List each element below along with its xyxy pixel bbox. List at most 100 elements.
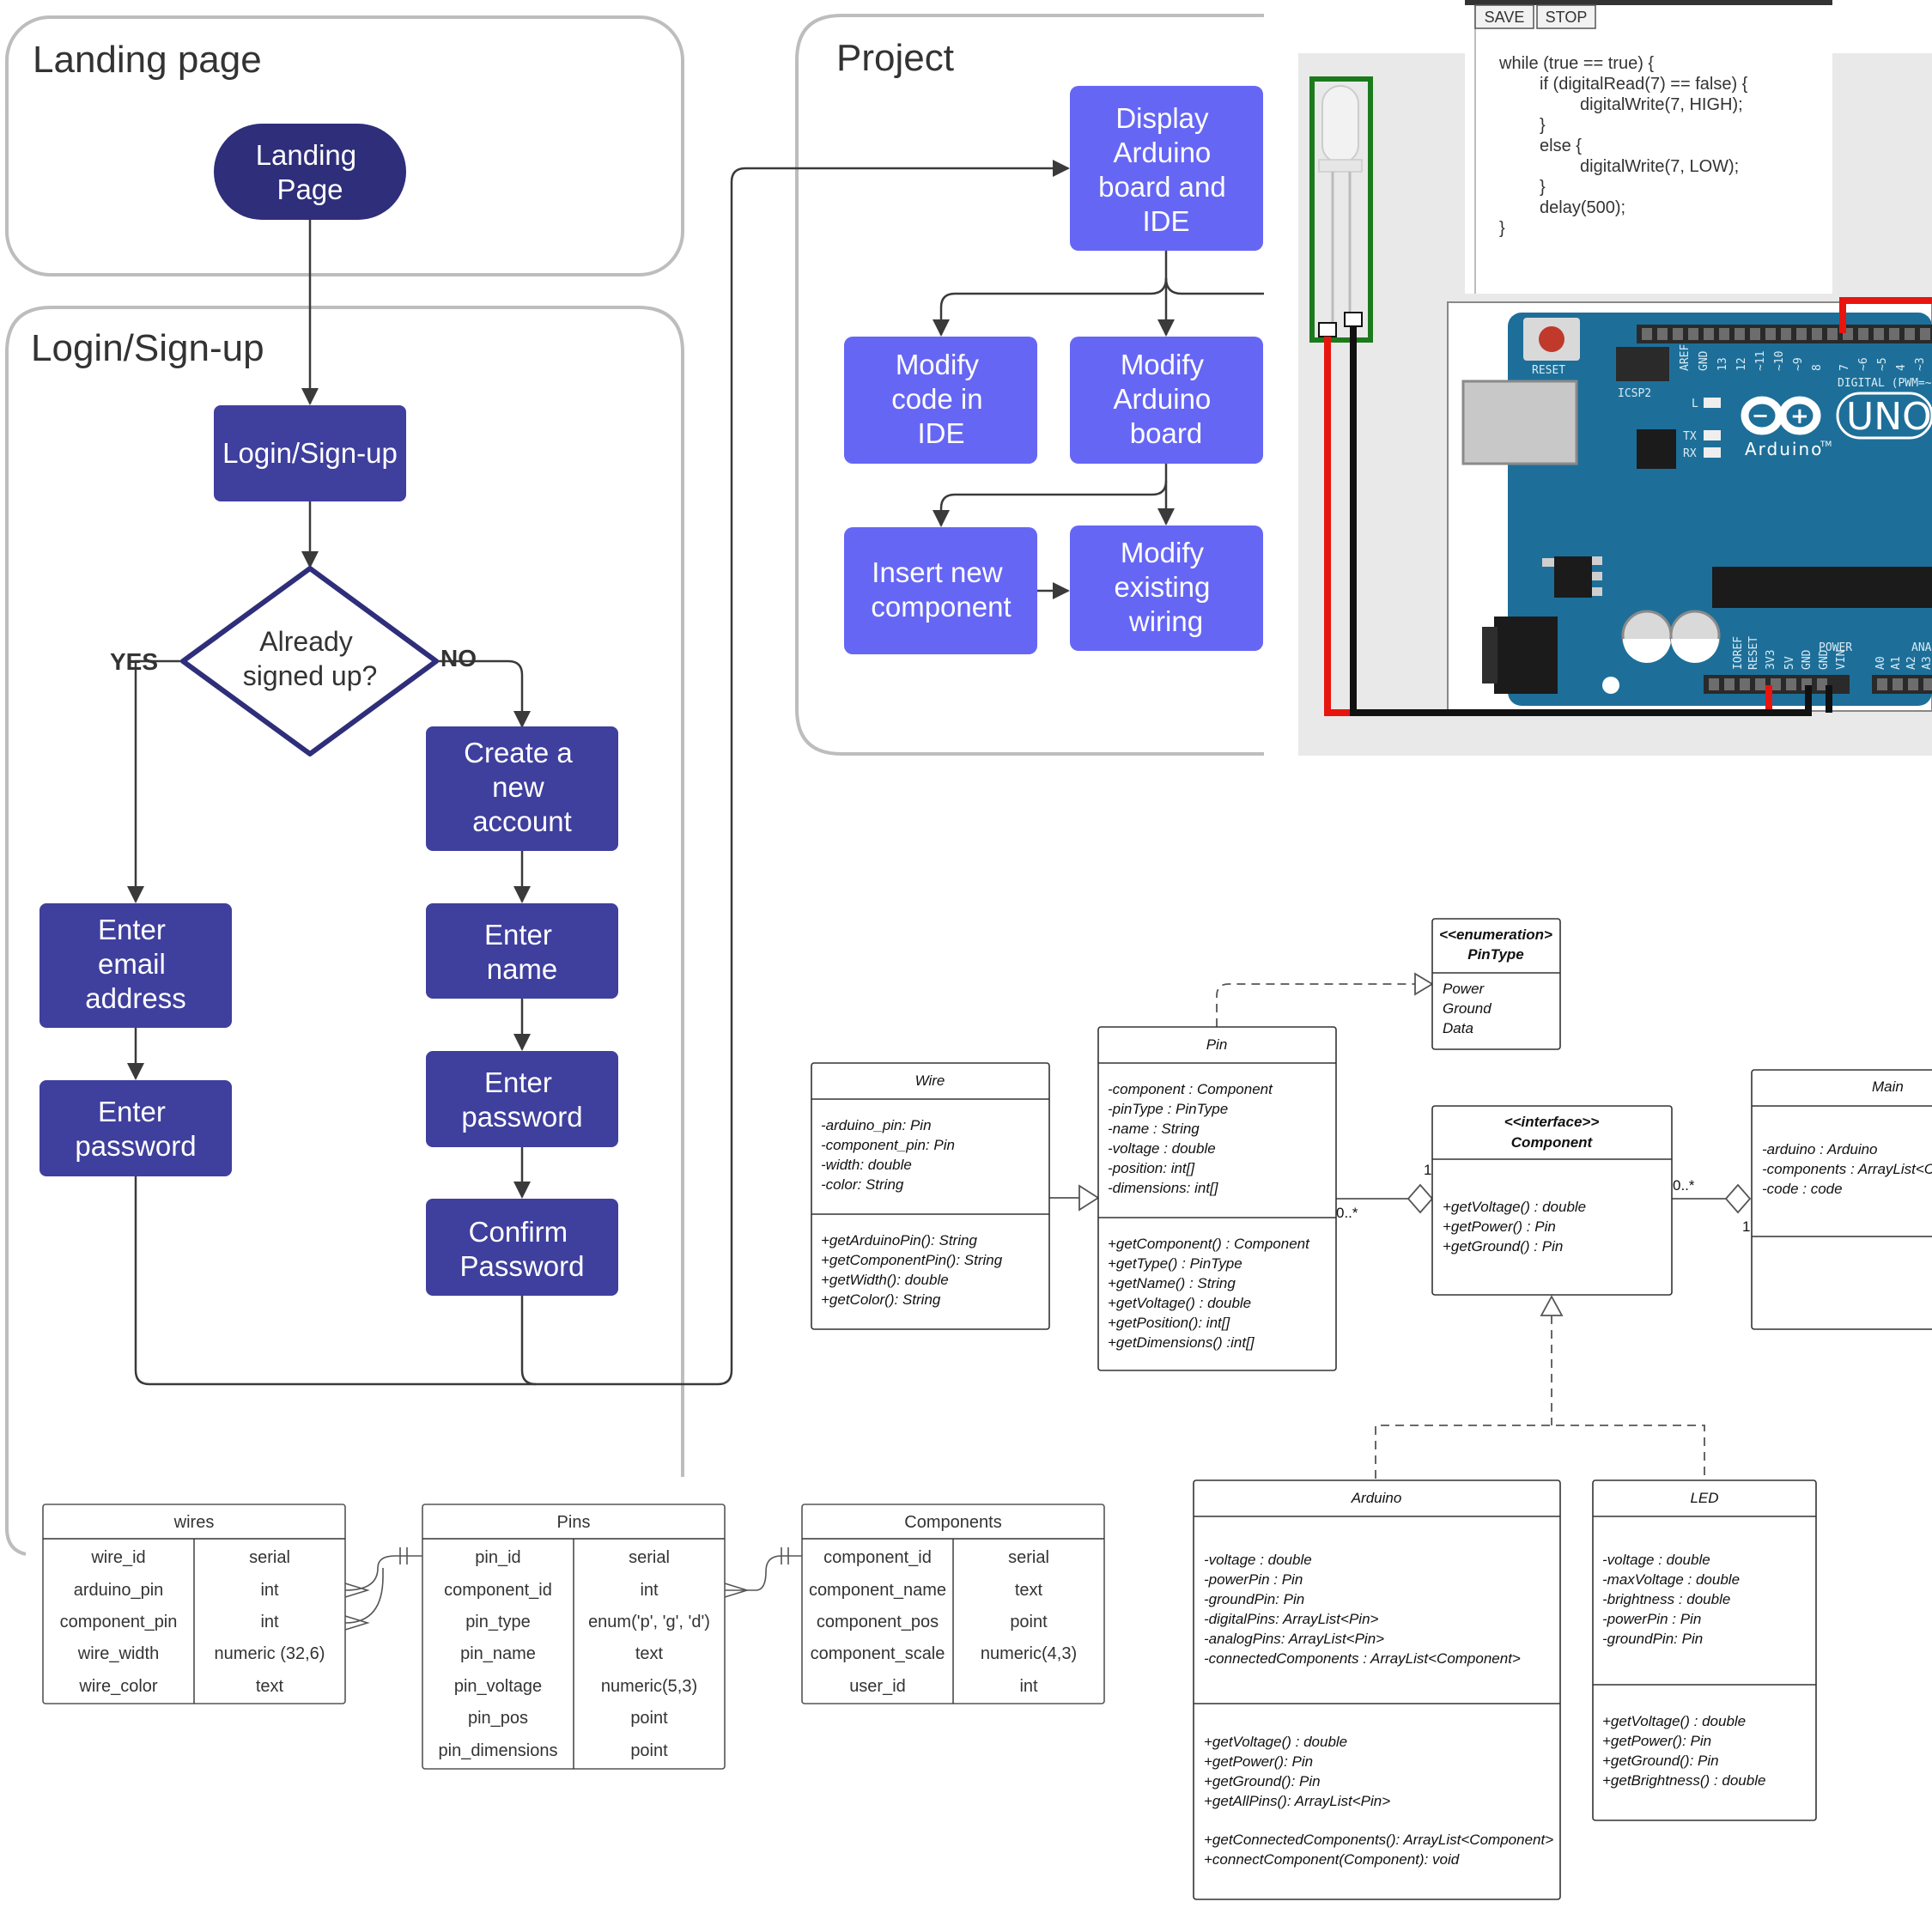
er-column-name: wire_color xyxy=(78,1677,157,1696)
led-operation: +getBrightness() : double xyxy=(1602,1772,1765,1789)
rx-label: RX xyxy=(1683,447,1697,460)
er-column-name: component_name xyxy=(809,1581,946,1600)
node-landing-page[interactable]: Landing Page xyxy=(214,124,406,220)
arduino-attribute: -connectedComponents : ArrayList<Compone… xyxy=(1204,1650,1521,1667)
ide-panel xyxy=(1465,5,1832,294)
node-enter-name[interactable]: Enter name xyxy=(426,903,618,999)
pintype-value: Ground xyxy=(1443,1000,1492,1017)
pin-class-name: Pin xyxy=(1206,1036,1228,1053)
code-line: } xyxy=(1499,219,1505,238)
simulator-wires xyxy=(1324,297,1932,716)
uml-class-pin[interactable]: Pin -component : Component -pinType : Pi… xyxy=(1097,1026,1337,1371)
code-line: if (digitalRead(7) == false) { xyxy=(1540,75,1748,94)
arduino-brand-label: Arduino xyxy=(1745,439,1823,459)
node-create-account[interactable]: Create a new account xyxy=(426,726,618,851)
led-attribute: -brightness : double xyxy=(1602,1591,1730,1607)
node-modify-board[interactable]: Modify Arduino board xyxy=(1070,337,1263,464)
er-column-type: text xyxy=(1015,1581,1043,1600)
led-operation: +getPower(): Pin xyxy=(1602,1733,1711,1749)
pin-attribute: -name : String xyxy=(1108,1121,1200,1137)
er-table-pins[interactable]: Pins pin_id serial component_id int pin_… xyxy=(422,1504,726,1770)
wire-attribute: -width: double xyxy=(821,1157,912,1173)
node-decision-label: Already signed up? xyxy=(243,626,378,691)
er-column-type: point xyxy=(630,1709,668,1728)
svg-text:~5: ~5 xyxy=(1876,357,1889,371)
er-table-components[interactable]: Components component_id serial component… xyxy=(801,1504,1105,1704)
arduino-attribute: -groundPin: Pin xyxy=(1204,1591,1304,1607)
code-line: digitalWrite(7, LOW); xyxy=(1580,157,1739,176)
svg-text:8: 8 xyxy=(1811,364,1824,371)
node-decision[interactable]: Already signed up? xyxy=(180,566,439,756)
node-enter-password-left-label: Enter password xyxy=(75,1096,196,1162)
node-insert-component-label: Insert new component xyxy=(871,556,1011,623)
l-led-label: L xyxy=(1692,398,1698,410)
er-column-type: int xyxy=(1019,1677,1038,1696)
component-operation: +getGround() : Pin xyxy=(1443,1238,1563,1255)
uno-label: UNO xyxy=(1846,395,1932,439)
led-attribute: -maxVoltage : double xyxy=(1602,1571,1740,1588)
pin-attribute: -pinType : PinType xyxy=(1108,1101,1228,1117)
node-login-signup[interactable]: Login/Sign-up xyxy=(214,405,406,501)
arduino-attribute: -voltage : double xyxy=(1204,1552,1312,1568)
er-table-wires[interactable]: wires wire_id serial arduino_pin int com… xyxy=(42,1504,346,1704)
main-attribute: -code : code xyxy=(1762,1181,1843,1197)
led-component[interactable] xyxy=(1309,76,1373,343)
code-editor[interactable]: while (true == true) { if (digitalRead(7… xyxy=(1498,54,1748,238)
icsp2-label: ICSP2 xyxy=(1618,387,1651,400)
svg-text:GND: GND xyxy=(1698,350,1710,371)
svg-text:12: 12 xyxy=(1735,357,1748,371)
uml-class-wire[interactable]: Wire -arduino_pin: Pin -component_pin: P… xyxy=(811,1062,1050,1330)
node-enter-email[interactable]: Enter email address xyxy=(39,903,232,1028)
node-modify-wiring[interactable]: Modify existing wiring xyxy=(1070,526,1263,651)
er-column-name: wire_width xyxy=(77,1644,159,1663)
led-class-name: LED xyxy=(1690,1490,1718,1506)
arduino-operation: +getPower(): Pin xyxy=(1204,1753,1313,1770)
node-enter-email-label: Enter email address xyxy=(85,914,185,1014)
save-button-label: SAVE xyxy=(1485,9,1525,26)
er-column-type: text xyxy=(256,1677,284,1696)
node-display-board[interactable]: Display Arduino board and IDE xyxy=(1070,86,1263,251)
uml-class-main[interactable]: Main -arduino : Arduino -components : Ar… xyxy=(1751,1069,1932,1330)
uml-class-diagram: 0..* 1 0..* 1 <<enumeration> PinType Pow… xyxy=(811,918,1932,1900)
uml-class-led[interactable]: LED -voltage : double -maxVoltage : doub… xyxy=(1592,1479,1817,1821)
uml-class-arduino[interactable]: Arduino -voltage : double -powerPin : Pi… xyxy=(1193,1479,1561,1900)
er-column-type: enum('p', 'g', 'd') xyxy=(588,1613,710,1631)
er-column-name: wire_id xyxy=(90,1548,145,1567)
uml-class-pintype[interactable]: <<enumeration> PinType Power Ground Data xyxy=(1431,918,1561,1050)
code-line: digitalWrite(7, HIGH); xyxy=(1580,95,1743,114)
svg-text:A1: A1 xyxy=(1890,656,1903,670)
svg-text:A3: A3 xyxy=(1921,656,1932,670)
save-button[interactable]: SAVE xyxy=(1474,4,1534,29)
pintype-value: Data xyxy=(1443,1020,1473,1036)
node-modify-code[interactable]: Modify code in IDE xyxy=(844,337,1037,464)
er-column-type: int xyxy=(640,1581,659,1600)
main-attribute: -arduino : Arduino xyxy=(1762,1141,1878,1157)
node-modify-code-label: Modify code in IDE xyxy=(891,349,991,449)
flow-connectors: YES NO xyxy=(110,160,1264,1386)
uml-class-component[interactable]: <<interface>> Component +getVoltage() : … xyxy=(1431,1105,1673,1296)
er-table-title: Components xyxy=(904,1513,1001,1532)
stop-button[interactable]: STOP xyxy=(1536,4,1596,29)
node-login-signup-label: Login/Sign-up xyxy=(222,437,398,469)
node-enter-password-right[interactable]: Enter password xyxy=(426,1051,618,1147)
component-operation: +getVoltage() : double xyxy=(1443,1199,1586,1215)
node-confirm-password[interactable]: Confirm Password xyxy=(426,1199,618,1296)
er-column-type: point xyxy=(630,1741,668,1760)
er-column-type: numeric(5,3) xyxy=(601,1677,697,1696)
node-insert-component[interactable]: Insert new component xyxy=(844,527,1037,654)
svg-text:+: + xyxy=(1790,404,1809,429)
pin-attribute: -component : Component xyxy=(1108,1081,1273,1097)
pin-operation: +getDimensions() :int[] xyxy=(1108,1334,1255,1351)
main-class-name: Main xyxy=(1872,1078,1904,1095)
led-attribute: -groundPin: Pin xyxy=(1602,1631,1703,1647)
node-enter-password-left[interactable]: Enter password xyxy=(39,1080,232,1176)
simulator-screenshot: SAVE STOP while (true == true) { if (dig… xyxy=(1298,0,1932,756)
arduino-attribute: -digitalPins: ArrayList<Pin> xyxy=(1204,1611,1379,1627)
digital-label: DIGITAL (PWM=~ xyxy=(1838,377,1932,390)
arduino-board[interactable]: RESET ICSP2 AREF GND xyxy=(1461,313,1932,706)
wire-operation: +getColor(): String xyxy=(821,1291,941,1308)
digital-pin-labels: AREF GND 13 12 ~11 ~10 ~9 8 7 ~6 ~5 4 ~3 xyxy=(1679,344,1927,371)
pin-attribute: -voltage : double xyxy=(1108,1140,1216,1157)
node-modify-board-label: Modify Arduino board xyxy=(1114,349,1219,449)
svg-text:IOREF: IOREF xyxy=(1732,636,1745,670)
